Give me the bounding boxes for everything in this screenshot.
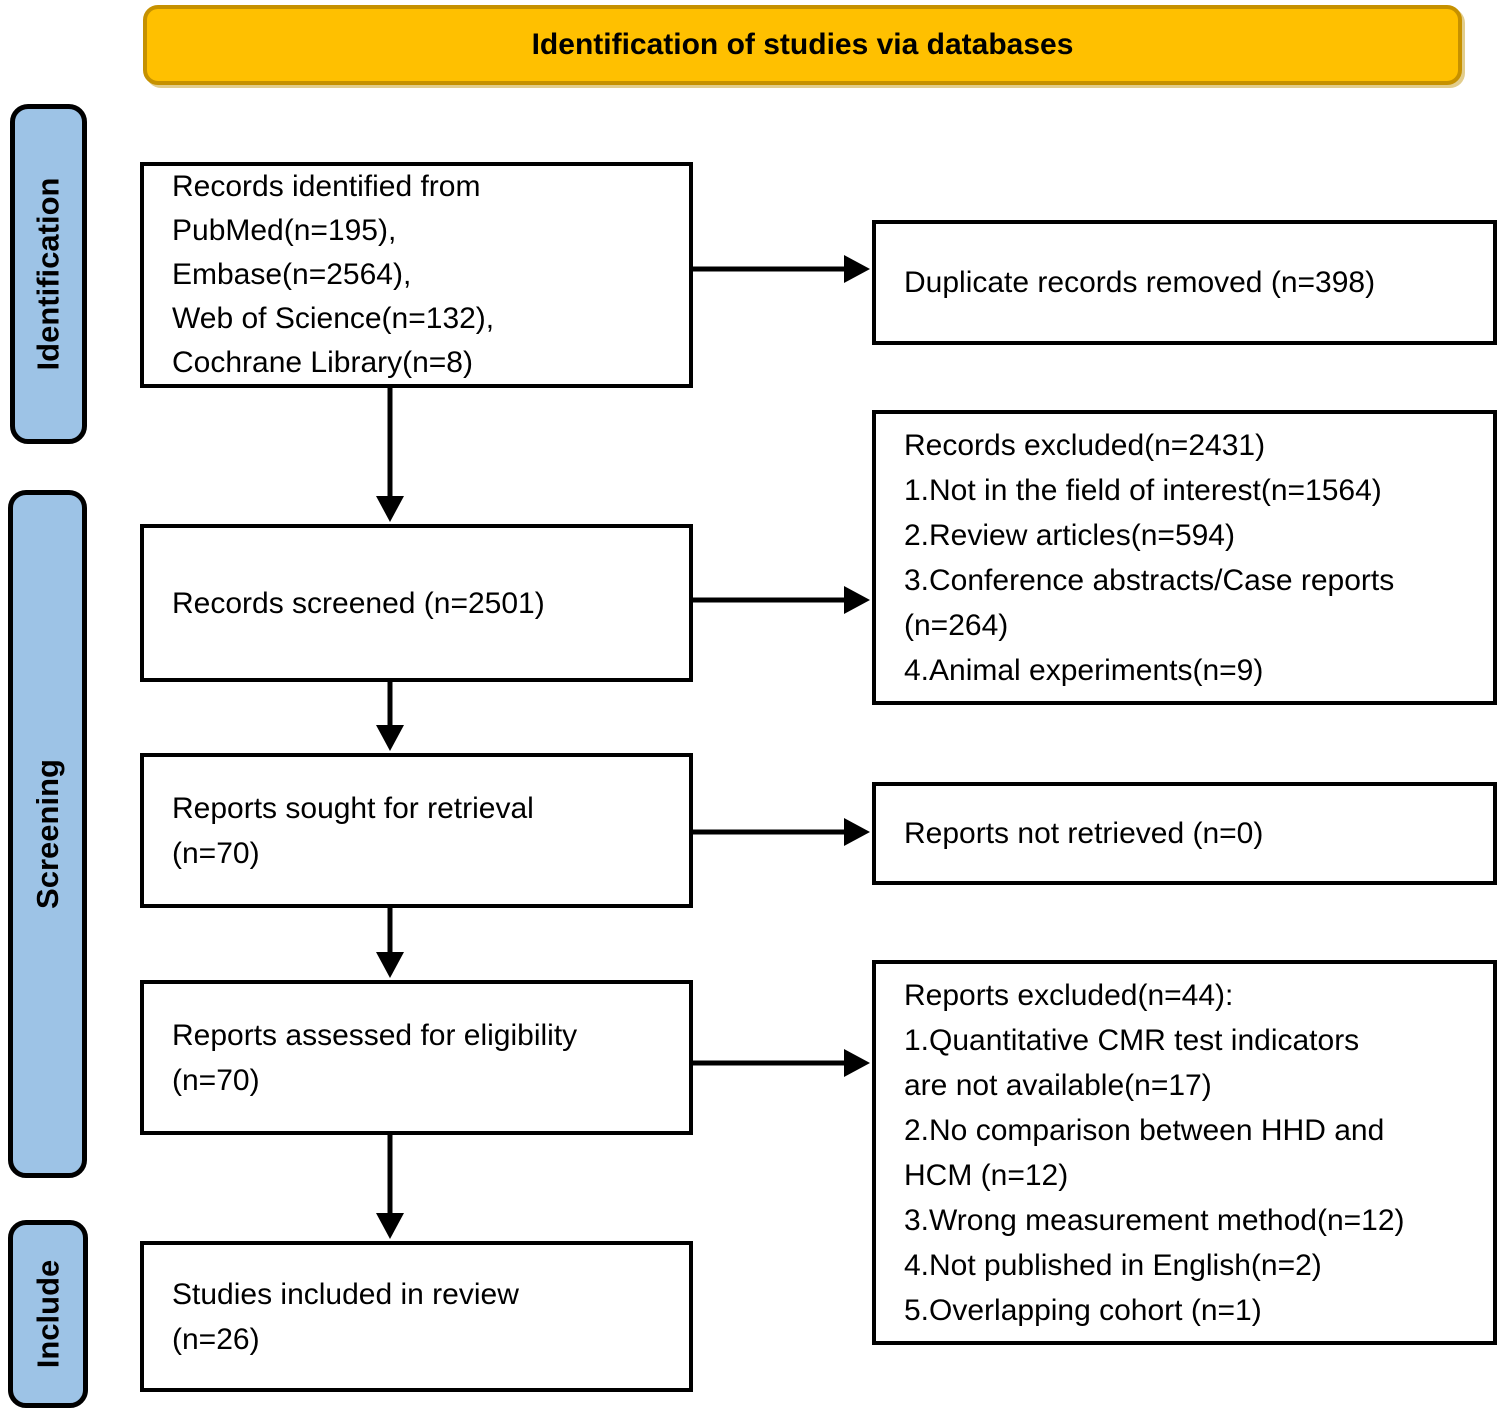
box-text-line: Cochrane Library(n=8)	[172, 346, 473, 379]
box-text-line: (n=70)	[172, 1063, 260, 1097]
box-text-line: Reports sought for retrieval	[172, 791, 534, 825]
stage-label: Screening	[29, 759, 65, 909]
box-text-line: 3.Wrong measurement method(n=12)	[904, 1203, 1405, 1237]
reports-assessed-box: Reports assessed for eligibility (n=70)	[140, 980, 693, 1135]
box-text-line: are not available(n=17)	[904, 1068, 1212, 1102]
right-arrow-screened-to-excluded	[693, 586, 870, 614]
stage-screening: Screening	[8, 490, 87, 1178]
records-excluded-box: Records excluded(n=2431) 1.Not in the fi…	[872, 410, 1497, 705]
box-text-line: 4.Animal experiments(n=9)	[904, 653, 1264, 687]
records-identified-box: Records identified from PubMed(n=195), E…	[140, 162, 693, 388]
stage-label: Identification	[30, 177, 66, 371]
box-text-line: Embase(n=2564),	[172, 258, 412, 291]
down-arrow-screened-to-sought	[376, 682, 404, 751]
stage-identification: Identification	[10, 104, 87, 444]
box-text-line: 2.No comparison between HHD and	[904, 1113, 1385, 1147]
box-text-line: 5.Overlapping cohort (n=1)	[904, 1293, 1262, 1327]
box-text-line: Reports excluded(n=44):	[904, 978, 1234, 1012]
right-arrow-sought-to-not-retrieved	[693, 818, 870, 846]
box-text-line: Records identified from	[172, 170, 481, 203]
right-arrow-identified-to-duplicates	[693, 255, 870, 283]
box-text-line: Records excluded(n=2431)	[904, 428, 1266, 462]
reports-excluded-box: Reports excluded(n=44): 1.Quantitative C…	[872, 960, 1497, 1345]
right-arrow-assessed-to-excluded	[693, 1049, 870, 1077]
reports-not-retrieved-box: Reports not retrieved (n=0)	[872, 782, 1497, 885]
stage-include: Include	[8, 1220, 88, 1408]
down-arrow-identified-to-screened	[376, 388, 404, 522]
box-text-line: 3.Conference abstracts/Case reports	[904, 563, 1395, 597]
duplicate-records-removed-box: Duplicate records removed (n=398)	[872, 220, 1497, 345]
box-text-line: (n=26)	[172, 1322, 260, 1356]
box-text-line: 4.Not published in English(n=2)	[904, 1248, 1322, 1282]
stage-label: Include	[30, 1259, 66, 1369]
reports-sought-box: Reports sought for retrieval (n=70)	[140, 753, 693, 908]
box-text-line: Studies included in review	[172, 1277, 519, 1311]
box-text-line: Reports not retrieved (n=0)	[904, 817, 1264, 850]
box-text-line: 1.Not in the field of interest(n=1564)	[904, 473, 1382, 507]
studies-included-box: Studies included in review (n=26)	[140, 1241, 693, 1392]
box-text-line: 2.Review articles(n=594)	[904, 518, 1235, 552]
box-text-line: Web of Science(n=132),	[172, 302, 495, 335]
box-text-line: (n=70)	[172, 836, 260, 870]
box-text-line: PubMed(n=195),	[172, 214, 397, 247]
box-text-line: (n=264)	[904, 608, 1009, 642]
down-arrow-sought-to-assessed	[376, 908, 404, 978]
box-text-line: 1.Quantitative CMR test indicators	[904, 1023, 1360, 1057]
box-text-line: Duplicate records removed (n=398)	[904, 266, 1376, 299]
diagram-title-banner: Identification of studies via databases	[143, 5, 1462, 85]
box-text-line: Records screened (n=2501)	[172, 586, 545, 620]
records-screened-box: Records screened (n=2501)	[140, 524, 693, 682]
box-text-line: HCM (n=12)	[904, 1158, 1069, 1192]
diagram-title: Identification of studies via databases	[531, 28, 1074, 61]
box-text-line: Reports assessed for eligibility	[172, 1018, 578, 1052]
down-arrow-assessed-to-included	[376, 1135, 404, 1239]
